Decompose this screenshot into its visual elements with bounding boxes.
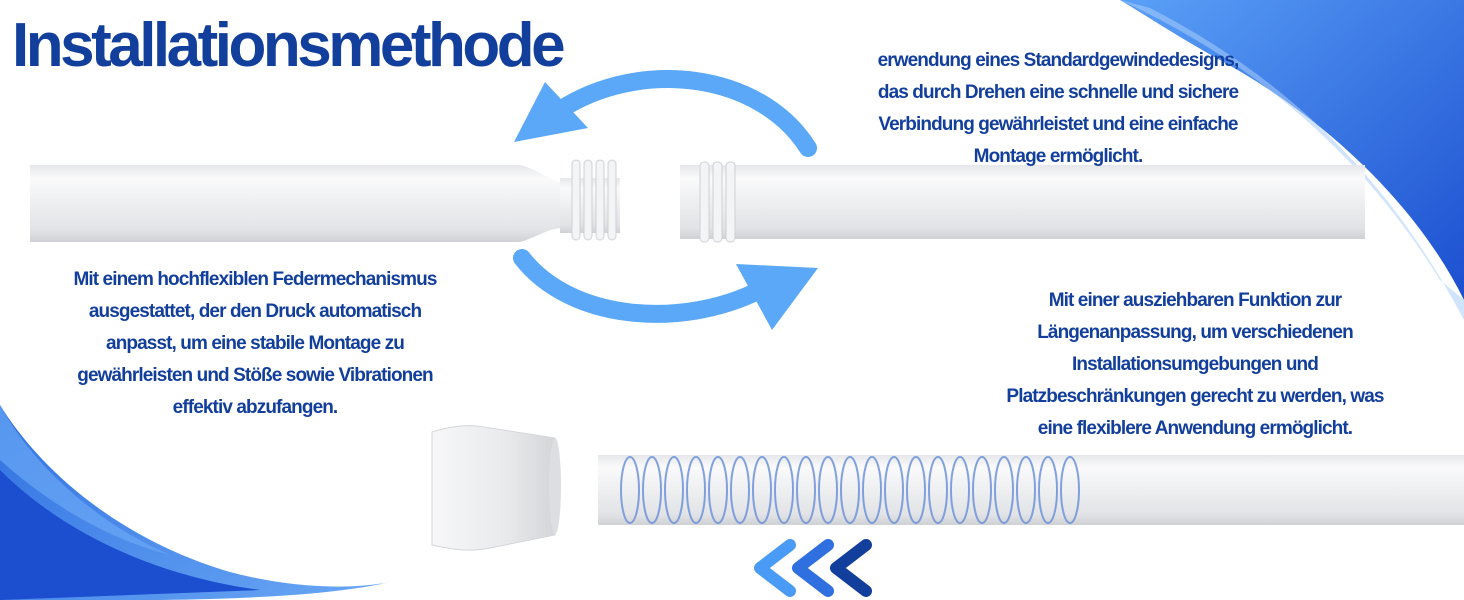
description-line: das durch Drehen eine schnelle und siche…	[877, 82, 1239, 103]
description-line: ausgestattet, der den Druck automatisch	[88, 301, 422, 322]
corner-swoosh-bottom-left	[0, 405, 390, 600]
description-line: Längenanpassung, um verschiedenen	[1037, 322, 1353, 343]
description-extend: Mit einer ausziehbaren Funktion zur Läng…	[960, 285, 1430, 445]
description-line: Mit einem hochflexiblen Federmechanismus	[73, 269, 437, 290]
description-line: Verbindung gewährleistet und eine einfac…	[878, 114, 1238, 135]
description-line: erwendung eines Standardgewindedesigns,	[877, 50, 1240, 71]
description-line: Installationsumgebungen und	[1072, 354, 1319, 375]
rod-threaded-left	[30, 159, 620, 242]
description-line: eine flexiblere Anwendung ermöglicht.	[1037, 418, 1353, 439]
page-title: Installationsmethode	[12, 11, 566, 80]
description-spring: Mit einem hochflexiblen Federmechanismus…	[10, 264, 500, 424]
description-line: anpasst, um eine stabile Montage zu	[106, 333, 405, 354]
curved-arrow-right-icon	[513, 249, 818, 330]
triple-chevron-left-icon	[754, 539, 872, 597]
spring-coils	[620, 456, 1080, 524]
description-line: Platzbeschränkungen gerecht zu werden, w…	[1006, 386, 1384, 407]
description-line: Mit einer ausziehbaren Funktion zur	[1048, 290, 1343, 311]
description-line: effektiv abzufangen.	[172, 397, 339, 418]
description-thread: erwendung eines Standardgewindedesigns, …	[808, 45, 1308, 173]
description-line: gewährleisten und Stöße sowie Vibratione…	[77, 365, 433, 386]
rod-end-cap	[431, 425, 561, 551]
corner-swoosh-top-right	[1120, 0, 1464, 320]
rod-socket-right	[680, 161, 1365, 243]
rod-with-spring	[598, 455, 1464, 525]
curved-arrow-left-icon	[514, 70, 817, 157]
description-line: Montage ermöglicht.	[973, 146, 1144, 167]
